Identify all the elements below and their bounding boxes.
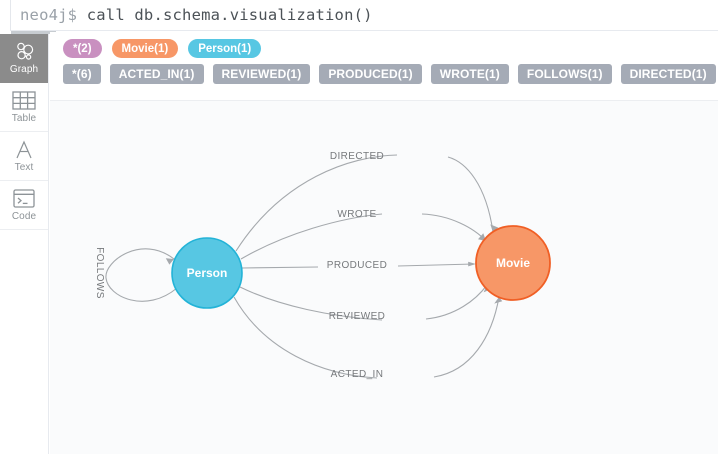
node-movie-circle[interactable]: [475, 225, 551, 301]
relationship-produced-line: [241, 266, 319, 269]
relationship-wrote-line: [240, 213, 383, 260]
relationship-reviewed-label: REVIEWED: [329, 311, 386, 322]
query-text[interactable]: neo4j$ call db.schema.visualization(): [11, 6, 373, 24]
relationship-produced-arrowhead: [468, 261, 476, 267]
relationship-acted-in-line-right: [433, 296, 500, 378]
relationship-acted-in-line: [233, 296, 378, 379]
query-prompt: neo4j$: [20, 6, 87, 24]
node-movie[interactable]: Movie: [475, 225, 551, 301]
relationship-acted-in[interactable]: ACTED_IN: [233, 296, 503, 380]
relationship-directed-arrowhead: [490, 224, 499, 232]
code-icon: [13, 188, 35, 209]
relationship-follows-arrowhead: [165, 258, 174, 265]
legend-pill-directed[interactable]: DIRECTED(1): [620, 64, 716, 84]
legend-pill-all-rel-types[interactable]: *(6): [63, 64, 101, 84]
graph-legend: *(2) Movie(1) Person(1) *(6) ACTED_IN(1)…: [50, 32, 718, 90]
text-icon: [14, 139, 34, 160]
legend-pill-produced[interactable]: PRODUCED(1): [319, 64, 422, 84]
sidebar-item-code[interactable]: Code: [0, 181, 48, 230]
legend-pill-wrote[interactable]: WROTE(1): [430, 64, 509, 84]
relationship-acted-in-label: ACTED_IN: [331, 369, 384, 380]
sidebar-item-table[interactable]: Table: [0, 83, 48, 132]
node-label-legend-row: *(2) Movie(1) Person(1): [50, 39, 718, 58]
sidebar-item-code-label: Code: [11, 211, 37, 222]
legend-pill-acted-in[interactable]: ACTED_IN(1): [109, 64, 204, 84]
editor-cursor-underline: [11, 31, 56, 34]
relationship-produced[interactable]: PRODUCED: [241, 260, 476, 271]
relationship-reviewed-line-right: [425, 284, 488, 320]
sidebar-item-table-label: Table: [11, 113, 37, 124]
legend-pill-reviewed[interactable]: REVIEWED(1): [212, 64, 311, 84]
relationship-wrote-label: WROTE: [337, 209, 376, 220]
query-editor-bar[interactable]: neo4j$ call db.schema.visualization(): [0, 0, 718, 31]
relationship-wrote[interactable]: WROTE: [240, 209, 487, 260]
relationship-produced-label: PRODUCED: [327, 260, 387, 271]
relationship-directed[interactable]: DIRECTED: [235, 151, 499, 252]
graph-icon: [14, 41, 35, 62]
graph-svg[interactable]: DIRECTED WROTE PRODUCED REVIE: [50, 101, 718, 454]
node-movie-label: Movie: [496, 256, 530, 270]
legend-pill-all-labels[interactable]: *(2): [63, 39, 102, 58]
sidebar-item-graph-label: Graph: [9, 64, 39, 75]
editor-gutter: [0, 0, 11, 31]
relationship-follows-label: FOLLOWS: [94, 247, 105, 299]
legend-pill-person-label[interactable]: Person(1): [188, 39, 262, 58]
query-statement: call db.schema.visualization(): [86, 6, 373, 24]
relationship-type-legend-row: *(6) ACTED_IN(1) REVIEWED(1) PRODUCED(1)…: [50, 64, 718, 84]
node-person-circle[interactable]: [171, 237, 243, 309]
relationship-reviewed-line: [239, 286, 383, 321]
relationship-reviewed[interactable]: REVIEWED: [239, 284, 492, 322]
legend-pill-movie-label[interactable]: Movie(1): [111, 39, 179, 58]
view-switcher-sidebar: Graph Table Text: [0, 34, 49, 454]
table-icon: [12, 90, 36, 111]
relationship-produced-line-right: [397, 263, 475, 267]
node-person-label: Person: [187, 266, 228, 280]
graph-canvas[interactable]: DIRECTED WROTE PRODUCED REVIE: [50, 100, 718, 454]
node-person[interactable]: Person: [171, 237, 243, 309]
relationship-follows-loop: [105, 248, 178, 302]
relationship-directed-line: [235, 154, 398, 252]
legend-pill-follows[interactable]: FOLLOWS(1): [517, 64, 612, 84]
sidebar-item-text[interactable]: Text: [0, 132, 48, 181]
relationship-directed-line-right: [447, 156, 494, 233]
sidebar-item-text-label: Text: [14, 162, 34, 173]
relationship-directed-label: DIRECTED: [330, 151, 384, 162]
relationship-follows[interactable]: FOLLOWS: [94, 247, 178, 302]
relationship-wrote-line-right: [421, 213, 487, 242]
sidebar-item-graph[interactable]: Graph: [0, 34, 48, 83]
